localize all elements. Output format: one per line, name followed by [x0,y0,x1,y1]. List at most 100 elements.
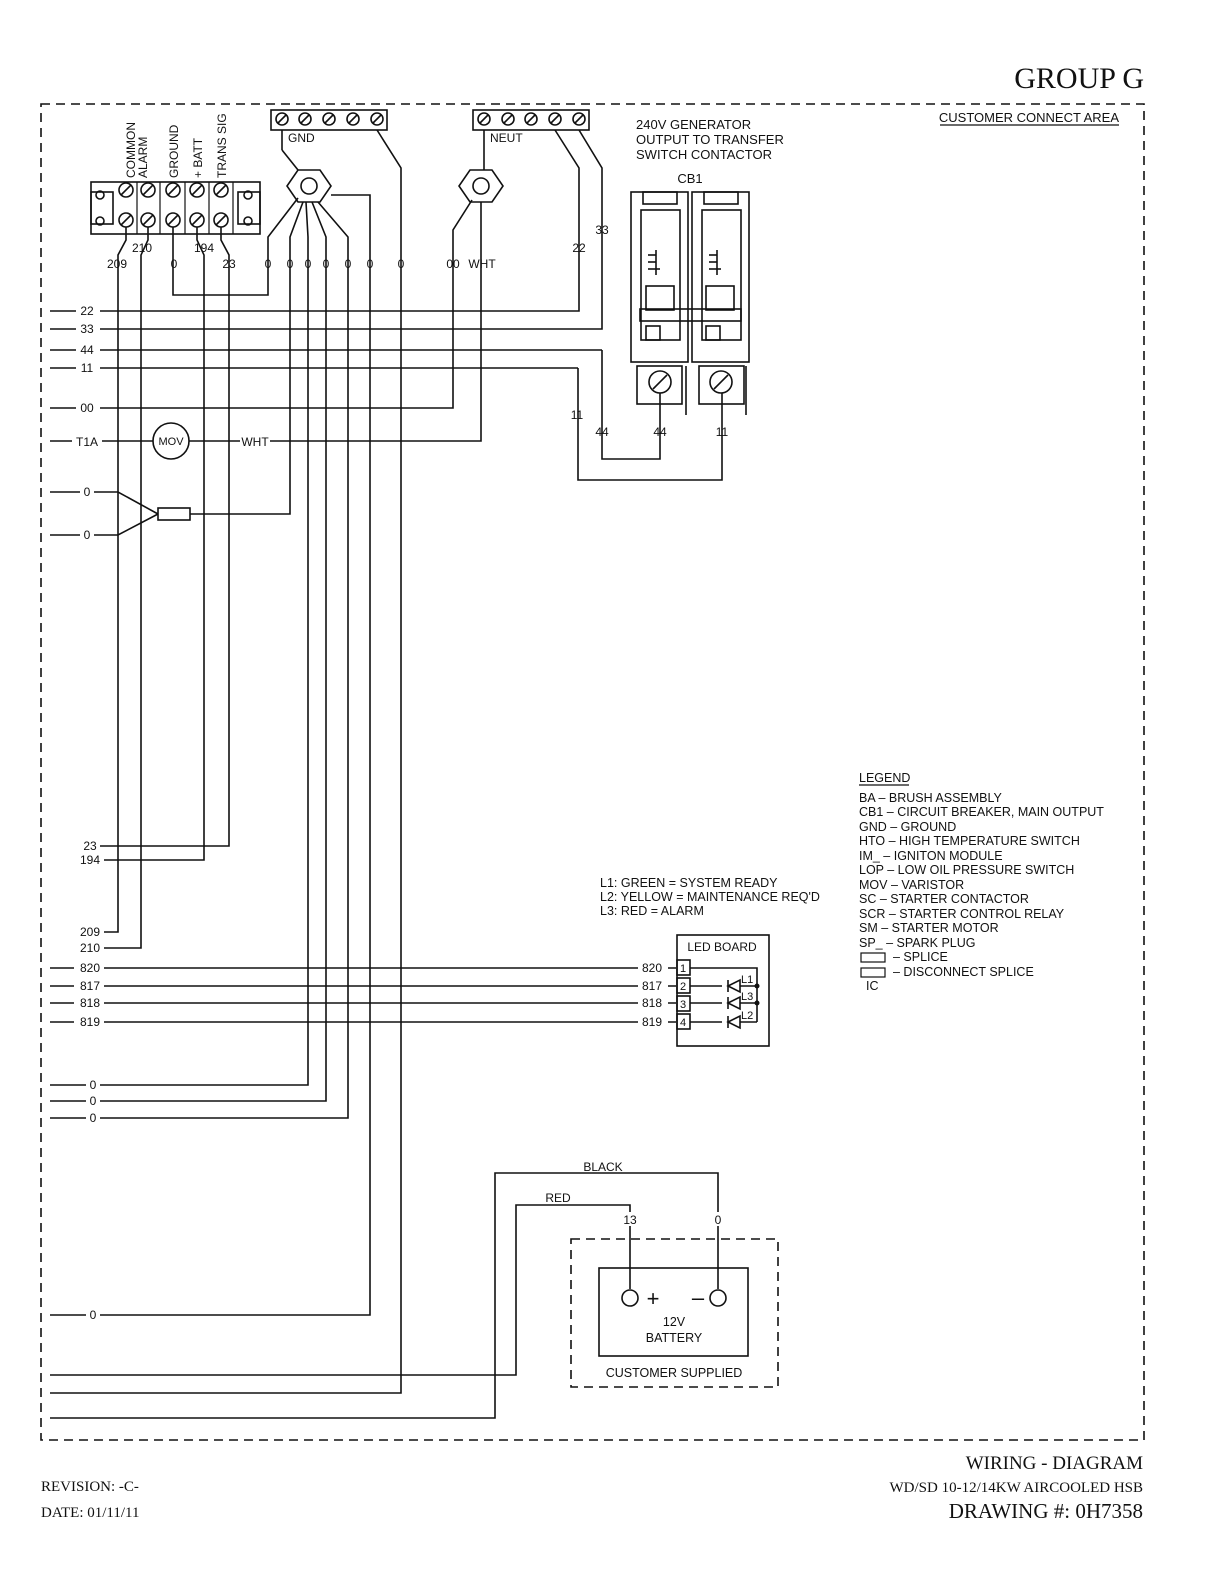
footer-drawing-number: DRAWING #: 0H7358 [949,1499,1143,1523]
svg-text:SWITCH CONTACTOR: SWITCH CONTACTOR [636,147,772,162]
svg-text:LOP – LOW OIL PRESSURE SWITC: LOP – LOW OIL PRESSURE SWITCH [859,863,1074,877]
svg-text:CB1 – CIRCUIT BREAKER, MAIN: CB1 – CIRCUIT BREAKER, MAIN OUTPUT [859,805,1104,819]
led-l3: L3 [741,991,753,1003]
disconnect-splice-symbol [860,967,886,978]
wire-label-194: 194 [194,241,214,255]
svg-text:1: 1 [680,963,686,975]
gnd-wire-0-a: 0 [265,257,272,271]
wire-label-210: 210 [132,241,152,255]
svg-text:SP_ – SPARK PLUG: SP_ – SPARK PLUG [859,936,976,950]
wire-label-23: 23 [222,257,236,271]
left-wire-0-b2: 0 [84,528,91,542]
neut-label: NEUT [490,131,523,145]
led-wire-818: 818 [642,996,662,1010]
left-wire-23: 23 [83,839,97,853]
svg-text:OUTPUT TO TRANSFER: OUTPUT TO TRANSFER [636,132,784,147]
customer-connect-frame [40,103,1145,1441]
left-wire-820: 820 [80,961,100,975]
svg-text:SC – STARTER CONTACTOR: SC – STARTER CONTACTOR [859,892,1029,906]
cb1-circuit-breaker [630,191,750,415]
gnd-label: GND [288,131,315,145]
svg-text:SCR – STARTER CONTROL RELAY: SCR – STARTER CONTROL RELAY [859,907,1065,921]
legend-ic: IC [866,979,879,993]
left-wire-0-d3: 0 [90,1111,97,1125]
label-ground: GROUND [167,124,181,178]
led-l1: L1 [741,974,753,986]
svg-text:2: 2 [680,981,686,993]
left-wire-44: 44 [80,343,94,357]
cb1-label: CB1 [677,171,702,186]
gnd-wire-0-b: 0 [287,257,294,271]
battery-wire-13: 13 [623,1213,637,1227]
cb-wire-44-b: 44 [653,425,667,439]
left-wire-0-d2: 0 [90,1094,97,1108]
battery-12v: + – 12V BATTERY [598,1267,749,1357]
svg-text:– DISCONNECT SPLICE: – DISCONNECT SPLICE [893,965,1034,979]
battery-wire-0: 0 [715,1213,722,1227]
gnd-wire-0-g: 0 [398,257,405,271]
battery-minus: – [692,1285,705,1310]
svg-text:GND – GROUND: GND – GROUND [859,820,956,834]
neut-wire-33: 33 [595,223,609,237]
svg-text:HTO – HIGH TEMPERATURE SWITC: HTO – HIGH TEMPERATURE SWITCH [859,834,1080,848]
led-wire-817: 817 [642,979,662,993]
label-batt: + BATT [191,137,205,178]
customer-supplied-label: CUSTOMER SUPPLIED [606,1366,743,1380]
battery-label: BATTERY [646,1331,703,1345]
footer-title: WIRING - DIAGRAM [966,1453,1143,1474]
neut-wire-00: 00 [446,257,460,271]
svg-text:240V GENERATOR: 240V GENERATOR [636,117,751,132]
svg-text:SM – STARTER MOTOR: SM – STARTER MOTOR [859,921,999,935]
led-wire-819: 819 [642,1015,662,1029]
cb-wire-44-a: 44 [595,425,609,439]
gnd-terminal-block: GND [270,109,388,203]
led-wire-820: 820 [642,961,662,975]
battery-voltage: 12V [663,1315,686,1329]
svg-text:L3: RED = ALARM: L3: RED = ALARM [600,904,704,918]
cb-wire-11-a: 11 [571,408,584,422]
left-wire-33: 33 [80,322,94,336]
neut-wire-wht: WHT [468,257,496,271]
wire-label-209: 209 [107,257,127,271]
left-wire-t1a: T1A [76,435,98,449]
left-wire-210: 210 [80,941,100,955]
footer-model: WD/SD 10-12/14KW AIRCOOLED HSB [890,1480,1143,1496]
left-wire-817: 817 [80,979,100,993]
terminal-screws [118,182,229,228]
cb-wire-11-b: 11 [716,425,729,439]
svg-text:4: 4 [680,1017,686,1029]
led-l2: L2 [741,1010,753,1022]
red-wire-label: RED [545,1191,571,1205]
left-wire-818: 818 [80,996,100,1010]
svg-text:3: 3 [680,999,686,1011]
breaker-caption: 240V GENERATOR OUTPUT TO TRANSFER SWITCH… [636,117,784,162]
wire-label-0-ground: 0 [171,257,178,271]
customer-connect-area-label: CUSTOMER CONNECT AREA [939,110,1119,125]
neut-terminal-block: NEUT [458,109,590,203]
svg-text:BA – BRUSH ASSEMBLY: BA – BRUSH ASSEMBLY [859,791,1003,805]
gnd-wire-0-c: 0 [305,257,312,271]
neut-wire-22: 22 [572,241,586,255]
left-wire-194: 194 [80,853,100,867]
legend-title: LEGEND [859,771,910,785]
left-wire-0-d1: 0 [90,1078,97,1092]
black-wire-label: BLACK [583,1160,622,1174]
svg-text:L2: YELLOW = MAINTENANCE RE: L2: YELLOW = MAINTENANCE REQ'D [600,890,820,904]
svg-text:L1: GREEN = SYSTEM READY: L1: GREEN = SYSTEM READY [600,876,778,890]
group-title: GROUP G [1014,62,1144,95]
customer-supplied-frame [570,1238,779,1388]
left-wire-819: 819 [80,1015,100,1029]
splice-symbol [860,952,886,963]
left-wire-0-d4: 0 [90,1308,97,1322]
left-wire-209: 209 [80,925,100,939]
left-wire-0-b1: 0 [84,485,91,499]
label-common: COMMON [124,122,138,178]
left-wire-22: 22 [80,304,94,318]
gnd-wire-0-f: 0 [367,257,374,271]
led-board-title: LED BOARD [687,940,757,954]
label-alarm: ALARM [136,137,150,178]
footer-date: DATE: 01/11/11 [41,1505,139,1521]
gnd-wire-0-e: 0 [345,257,352,271]
gnd-wire-0-d: 0 [323,257,330,271]
